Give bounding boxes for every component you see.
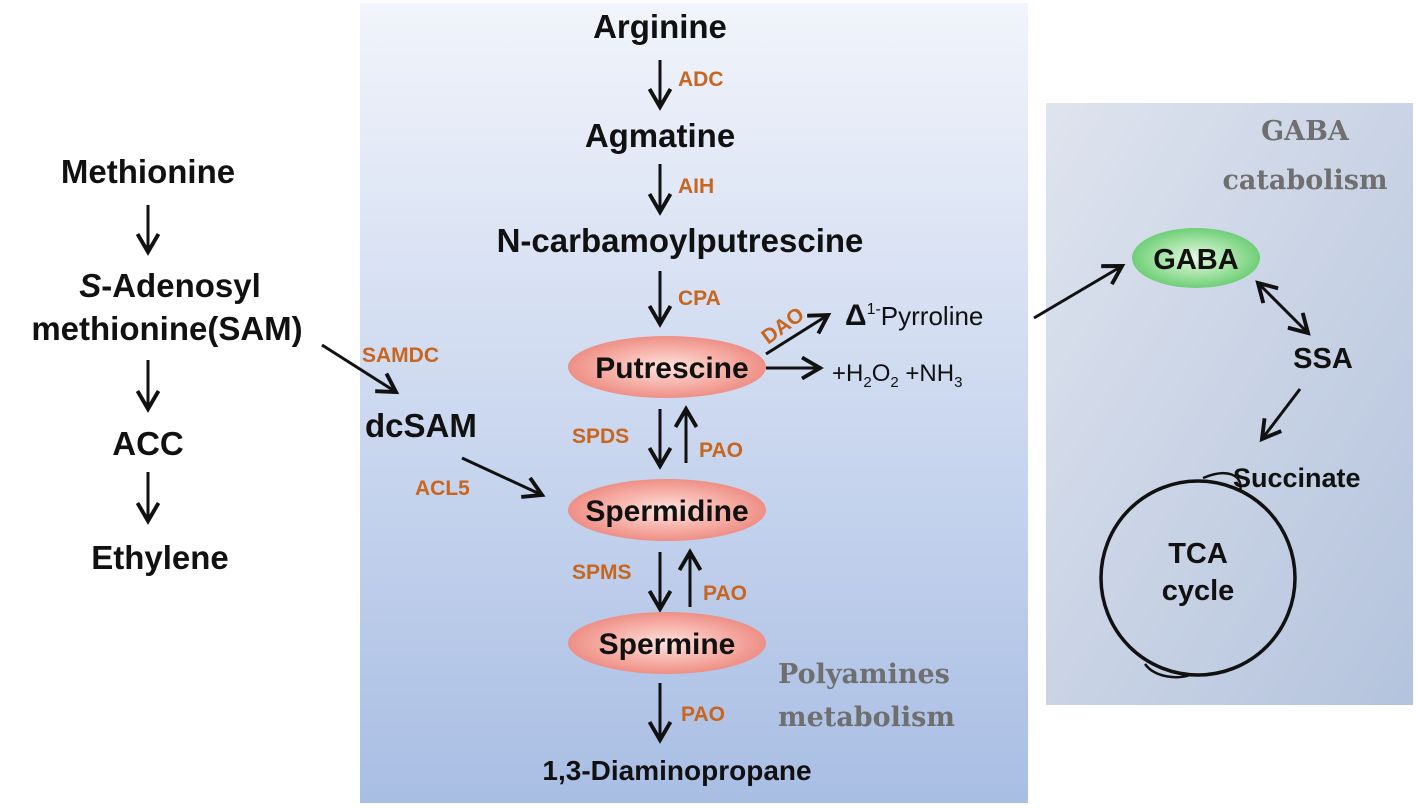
polyamines-title-line1: Polyamines [778, 659, 950, 690]
arrow-putrescine-pyrroline [765, 315, 828, 356]
sam-label-line2: methionine(SAM) [31, 310, 302, 347]
gaba-panel [1046, 103, 1413, 705]
enzyme-adc: ADC [678, 68, 724, 91]
tca-cycle-tail [1143, 663, 1193, 679]
succinate-label: Succinate [1233, 463, 1361, 493]
gaba-node [1132, 228, 1260, 288]
byproducts-label: +H2O2 +NH3 [832, 360, 962, 391]
enzyme-acl5: ACL5 [415, 477, 470, 500]
ncp-label: N-carbamoylputrescine [497, 222, 864, 259]
dcsam-label: dcSAM [365, 407, 477, 444]
spermidine-label: Spermidine [585, 495, 748, 528]
methionine-label: Methionine [61, 153, 235, 190]
gaba-title-line1: GABA [1261, 116, 1350, 147]
sam-label-line1: S-Adenosyl [79, 267, 261, 304]
gaba-title-line2: catabolism [1222, 165, 1387, 196]
acc-label: ACC [112, 425, 184, 462]
arginine-label: Arginine [593, 8, 727, 45]
enzyme-aih: AIH [678, 175, 714, 198]
tca-cycle-circle [1099, 479, 1297, 677]
tca-label-line2: cycle [1162, 575, 1235, 607]
polyamines-title-line2: metabolism [778, 702, 955, 733]
pyrroline-label: Δ1-Pyrroline [845, 299, 983, 332]
agmatine-label: Agmatine [585, 117, 735, 154]
tca-cycle-arrow [1202, 472, 1242, 493]
ethylene-label: Ethylene [91, 539, 229, 576]
spermine-label: Spermine [599, 628, 736, 661]
enzyme-samdc: SAMDC [362, 344, 439, 367]
arrow-dcsam-spermidine [461, 456, 542, 495]
arrow-gaba-ssa [1258, 283, 1308, 333]
dap-label: 1,3-Diaminopropane [542, 755, 811, 786]
enzyme-pao-2: PAO [703, 582, 747, 605]
spermine-node [568, 612, 766, 674]
tca-label-line1: TCA [1168, 538, 1228, 570]
arrow-sam-dcsam [321, 343, 396, 392]
enzyme-cpa: CPA [678, 287, 721, 310]
arrow-pyrroline-gaba [1033, 266, 1122, 320]
enzyme-pao-1: PAO [699, 439, 743, 462]
putrescine-node [568, 336, 766, 398]
enzyme-spds: SPDS [572, 425, 629, 448]
arrow-ssa-succinate [1262, 388, 1302, 439]
enzyme-spms: SPMS [572, 561, 632, 584]
putrescine-label: Putrescine [595, 352, 748, 385]
enzyme-pao-3: PAO [681, 703, 725, 726]
ssa-label: SSA [1293, 343, 1353, 375]
gaba-node-label: GABA [1153, 244, 1238, 276]
spermidine-node [568, 479, 766, 541]
